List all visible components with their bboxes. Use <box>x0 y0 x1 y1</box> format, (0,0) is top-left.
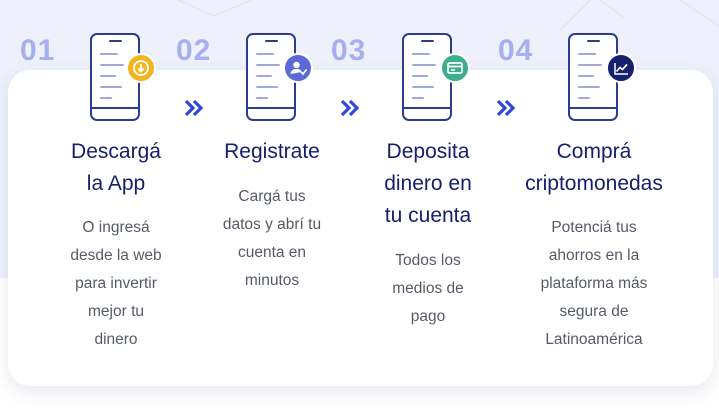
step-description-line: ahorros en la <box>548 247 640 264</box>
step-description-line: cuenta en <box>237 244 307 261</box>
double-chevron-right-icon <box>184 99 204 117</box>
user-check-icon <box>283 53 313 83</box>
step-2-number: 02 <box>176 34 212 67</box>
step-title-line: criptomonedas <box>525 172 663 195</box>
card-icon <box>440 53 470 83</box>
double-chevron-right-icon <box>340 99 360 117</box>
step-1-number: 01 <box>20 34 56 67</box>
background-decoration <box>177 0 719 31</box>
step-description-line: mejor tu <box>88 303 144 320</box>
step-description-line: Potenciá tus <box>551 219 637 236</box>
step-description-line: datos y abrí tu <box>222 216 322 233</box>
step-description-line: Latinoamérica <box>545 331 643 348</box>
download-icon <box>126 53 156 83</box>
step-description-line: Cargá tus <box>238 188 306 205</box>
step-1-description: O ingresá desde la web para invertir mej… <box>46 214 186 354</box>
step-description-line: para invertir <box>75 275 157 292</box>
step-title-line: la App <box>86 172 146 195</box>
step-description-line: segura de <box>559 303 629 320</box>
step-2-title: Registrate <box>192 136 352 168</box>
step-3-number: 03 <box>331 34 367 67</box>
step-description-line: medios de <box>392 280 464 297</box>
step-title-line: Comprá <box>556 140 632 163</box>
step-description-line: minutos <box>244 272 300 289</box>
step-1-title: Descargá la App <box>36 136 196 200</box>
step-description-line: O ingresá <box>82 219 150 236</box>
double-chevron-right-icon <box>496 99 516 117</box>
chart-up-icon <box>606 53 636 83</box>
step-description-line: Todos los <box>395 252 461 269</box>
step-description-line: dinero <box>94 331 138 348</box>
step-description-line: pago <box>410 308 446 325</box>
step-2-description: Cargá tus datos y abrí tu cuenta en minu… <box>202 183 342 295</box>
step-title-line: tu cuenta <box>384 204 472 227</box>
step-title-line: dinero en <box>384 172 472 195</box>
step-title-line: Deposita <box>386 140 470 163</box>
step-4-title: Comprá criptomonedas <box>514 136 674 200</box>
step-description-line: plataforma más <box>540 275 648 292</box>
step-title-line: Descargá <box>71 140 161 163</box>
steps-card <box>8 70 713 386</box>
step-3-description: Todos los medios de pago <box>358 247 498 331</box>
step-4-description: Potenciá tus ahorros en la plataforma má… <box>524 214 664 354</box>
step-3-title: Deposita dinero en tu cuenta <box>348 136 508 232</box>
step-4-number: 04 <box>498 34 534 67</box>
step-title-line: Registrate <box>224 140 320 163</box>
step-description-line: desde la web <box>70 247 162 264</box>
